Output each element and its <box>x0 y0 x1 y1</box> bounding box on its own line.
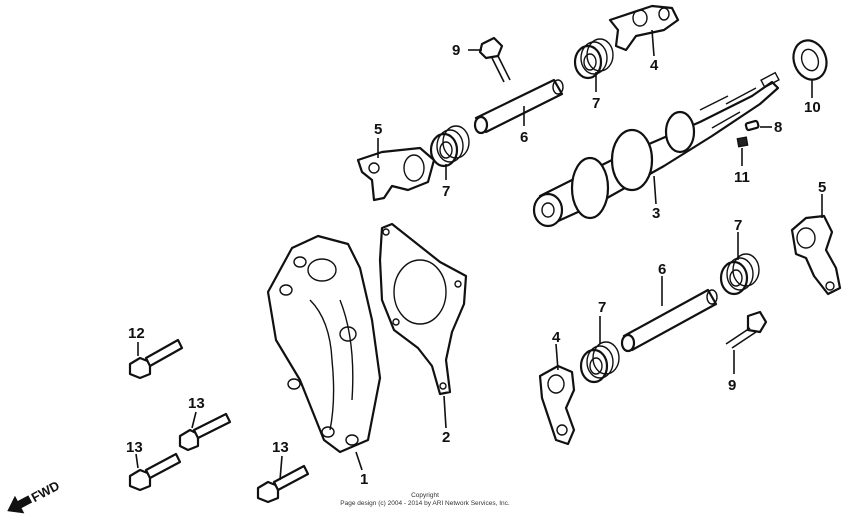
gasket-part <box>378 222 468 396</box>
rocker-arm-top <box>608 4 680 52</box>
camshaft-part <box>532 71 780 228</box>
callout-11: 11 <box>734 169 750 186</box>
leader-lines <box>135 29 823 481</box>
copyright-line-2: Page design (c) 2004 - 2014 by ARI Netwo… <box>340 500 510 507</box>
callout-4-top: 4 <box>650 57 659 74</box>
callout-5-left: 5 <box>374 121 382 138</box>
callout-9-bottom: 9 <box>728 377 736 394</box>
spring-top <box>573 38 614 80</box>
bolt-13-right <box>256 464 310 504</box>
callout-9-top: 9 <box>452 42 460 59</box>
callout-10: 10 <box>804 99 821 116</box>
callout-13-left: 13 <box>126 439 143 456</box>
callout-12: 12 <box>128 325 145 342</box>
spring-bottom <box>579 341 620 384</box>
callout-7-left: 7 <box>442 183 450 200</box>
callout-6-top: 6 <box>520 129 528 146</box>
rocker-arm-right <box>790 214 842 296</box>
spring-right <box>719 253 760 296</box>
dowel-pin-part <box>744 119 760 132</box>
bolt-top <box>478 36 511 83</box>
bolt-13-left <box>128 452 182 492</box>
callout-8: 8 <box>774 119 782 136</box>
rocker-arm-bottom <box>538 364 576 446</box>
callout-2: 2 <box>442 429 450 446</box>
key-part <box>736 136 749 148</box>
callout-4-bottom: 4 <box>552 329 561 346</box>
bolt-13-upper <box>178 412 232 452</box>
callout-1: 1 <box>360 471 368 488</box>
callout-7-top: 7 <box>592 95 600 112</box>
callout-7-bottom: 7 <box>598 299 606 316</box>
fwd-label: FWD <box>29 478 62 505</box>
callout-13-right: 13 <box>272 439 289 456</box>
callout-6-bottom: 6 <box>658 261 666 278</box>
bolt-bottom <box>725 310 768 349</box>
copyright-line-1: Copyright <box>411 492 439 499</box>
rocker-shaft-bottom <box>620 288 718 353</box>
rocker-arm-left <box>356 146 436 202</box>
bolt-12 <box>128 338 184 380</box>
callout-7-right: 7 <box>734 217 742 234</box>
copyright-notice: Copyright Page design (c) 2004 - 2014 by… <box>250 492 600 508</box>
fwd-arrow-icon: FWD <box>7 478 62 514</box>
spring-left <box>429 125 470 168</box>
washer-part <box>792 39 828 81</box>
callout-13-upper: 13 <box>188 395 205 412</box>
rocker-shaft-top <box>473 78 564 135</box>
callout-3: 3 <box>652 205 660 222</box>
callout-5-right: 5 <box>818 179 826 196</box>
housing-part <box>266 234 382 454</box>
